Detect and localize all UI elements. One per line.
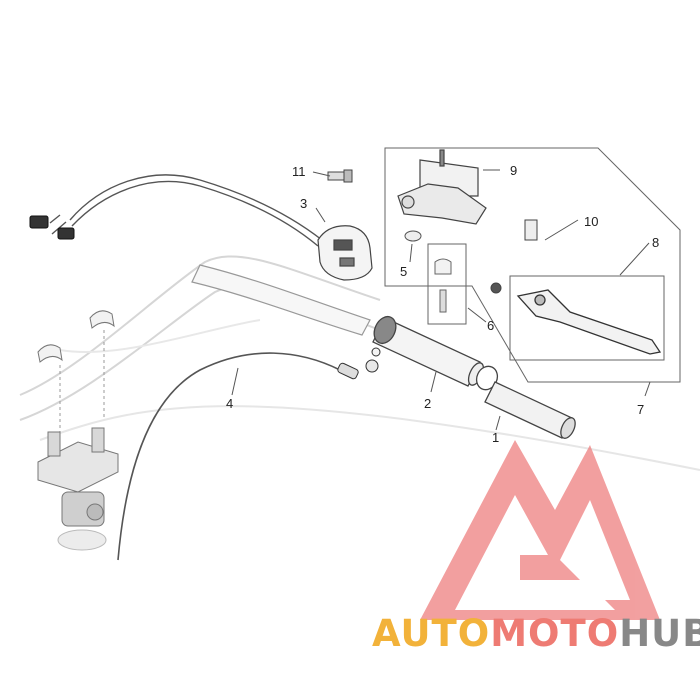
bolt bbox=[327, 169, 353, 183]
watermark-part-moto: MOTO bbox=[490, 612, 620, 655]
callout-8: 8 bbox=[652, 235, 659, 250]
callout-4: 4 bbox=[226, 396, 233, 411]
cable-fitting bbox=[337, 347, 381, 380]
handlebar-riser bbox=[37, 427, 119, 551]
watermark-part-auto: AUTO bbox=[372, 612, 491, 655]
callout-1: 1 bbox=[492, 430, 499, 445]
callout-2: 2 bbox=[424, 396, 431, 411]
ghost-handlebar bbox=[19, 255, 700, 471]
part-6-box bbox=[427, 243, 467, 325]
grip-tube bbox=[475, 365, 576, 439]
callout-6: 6 bbox=[487, 318, 494, 333]
pivot-bolt bbox=[490, 219, 538, 294]
callout-9: 9 bbox=[510, 163, 517, 178]
callout-11: 11 bbox=[292, 164, 306, 179]
handlebar-clamp-upper-left bbox=[37, 310, 115, 440]
handlebar-end-tube bbox=[191, 264, 371, 336]
callout-7: 7 bbox=[637, 402, 644, 417]
callout-3: 3 bbox=[300, 196, 307, 211]
callout-10: 10 bbox=[584, 214, 598, 229]
callout-5: 5 bbox=[400, 264, 407, 279]
lever-assembly-outline bbox=[384, 147, 681, 383]
leader-lines bbox=[231, 169, 651, 431]
washer bbox=[404, 230, 422, 242]
watermark-part-hub: HUB bbox=[619, 612, 700, 655]
switch-wire-harness bbox=[49, 174, 323, 247]
lever-inner-box bbox=[509, 275, 665, 361]
throttle-cable bbox=[117, 352, 341, 561]
brake-lever bbox=[516, 289, 662, 355]
wire-connector bbox=[29, 215, 75, 240]
automotohub-watermark-text: AUTOMOTOHUB bbox=[372, 612, 700, 655]
callout-numbers: 1 2 3 4 5 6 7 8 9 10 11 bbox=[226, 163, 659, 445]
automotohub-logo-mark bbox=[420, 440, 660, 620]
lever-bracket bbox=[397, 149, 487, 225]
handlebar-switch bbox=[317, 225, 373, 281]
